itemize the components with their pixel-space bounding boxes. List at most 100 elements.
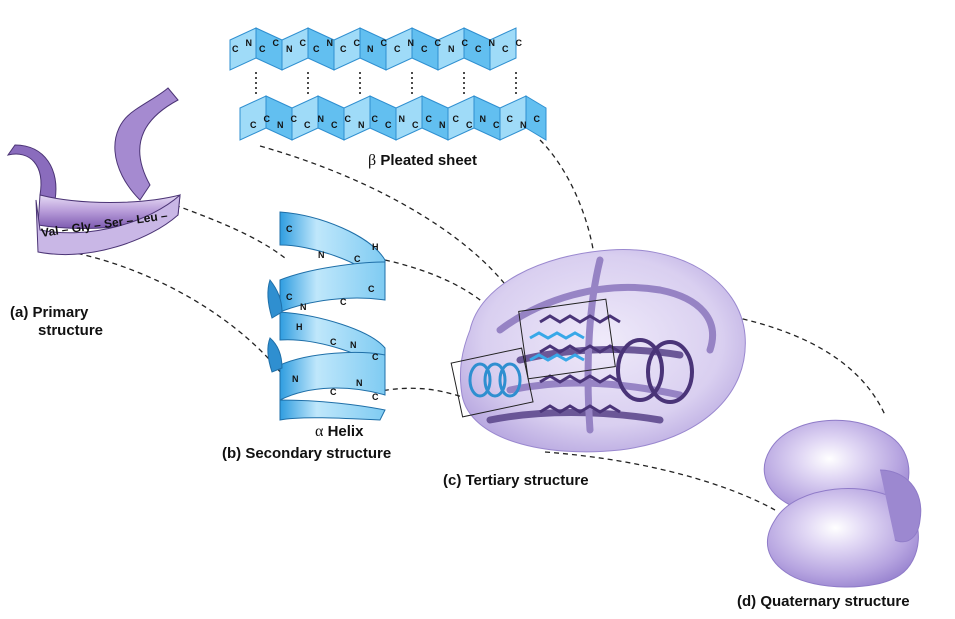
sheet-top-atom: C <box>273 38 280 48</box>
svg-text:C: C <box>340 297 347 307</box>
sheet-top-atom: C <box>354 38 361 48</box>
svg-text:N: N <box>292 374 299 384</box>
sheet-top-atom: N <box>408 38 415 48</box>
residue-gly: Gly <box>70 219 92 236</box>
sheet-top-atom: N <box>448 44 455 54</box>
residue-leu: Leu <box>135 209 159 227</box>
tertiary-helix-coils <box>616 338 694 404</box>
sheet-top-atom: C <box>462 38 469 48</box>
sheet-bottom-atom: C <box>507 114 514 124</box>
svg-text:N: N <box>318 250 325 260</box>
sheet-bottom-atom: C <box>493 120 500 130</box>
sheet-bottom-atom: N <box>480 114 487 124</box>
sheet-top-atom: N <box>246 38 253 48</box>
primary-ribbon <box>6 87 181 255</box>
sheet-bottom-atom: C <box>264 114 271 124</box>
connector-sheet-right-to-tertiary <box>539 139 596 263</box>
sheet-top-atom: C <box>435 38 442 48</box>
sheet-bottom-atom: C <box>345 114 352 124</box>
sheet-bottom-atom: N <box>358 120 365 130</box>
alpha-helix <box>267 211 386 421</box>
sheet-top-atom: C <box>313 44 320 54</box>
svg-text:C: C <box>372 392 379 402</box>
svg-text:C: C <box>354 254 361 264</box>
tertiary-zigzags <box>539 314 621 414</box>
sheet-top-atom: C <box>475 44 482 54</box>
sheet-bottom-atom: N <box>277 120 284 130</box>
tertiary-sheet-highlights <box>529 331 585 362</box>
sheet-bottom-atom: N <box>399 114 406 124</box>
alpha-symbol: α <box>315 423 324 440</box>
sheet-bottom-atom: C <box>412 120 419 130</box>
sheet-strand-top <box>229 27 517 71</box>
sheet-bottom-atom: C <box>453 114 460 124</box>
alpha-helix-name: Helix <box>327 423 364 440</box>
sheet-bottom-atom: C <box>534 114 541 124</box>
tertiary-sheet-box <box>518 298 616 380</box>
sheet-bottom-atom: C <box>291 114 298 124</box>
svg-text:H: H <box>372 242 379 252</box>
sheet-top-atom: C <box>516 38 523 48</box>
connector-helix-to-tertiary-bottom <box>374 387 471 401</box>
secondary-structure-label: (b) Secondary structure <box>222 445 392 462</box>
sheet-top-atom: N <box>489 38 496 48</box>
quaternary-protein <box>763 419 922 588</box>
svg-text:C: C <box>286 224 293 234</box>
svg-text:C: C <box>286 292 293 302</box>
connector-lines <box>59 139 886 511</box>
sheet-top-atom: C <box>381 38 388 48</box>
sheet-top-atom: N <box>327 38 334 48</box>
svg-text:N: N <box>300 302 307 312</box>
svg-text:C: C <box>330 337 337 347</box>
sheet-top-atom: C <box>421 44 428 54</box>
sheet-bottom-atom: N <box>520 120 527 130</box>
beta-sheet <box>229 27 547 141</box>
beta-sheet-name: Pleated sheet <box>380 152 478 169</box>
sheet-bottom-atom: C <box>304 120 311 130</box>
connector-tertiary-to-quaternary-top <box>724 314 886 416</box>
tertiary-protein <box>450 249 746 453</box>
sheet-bottom-atom: C <box>372 114 379 124</box>
hydrogen-bonds <box>255 72 517 94</box>
primary-label-line1: Primary <box>32 304 89 321</box>
sheet-bottom-atom: C <box>250 120 257 130</box>
tertiary-structure-label: (c) Tertiary structure <box>443 472 589 489</box>
sheet-bottom-atom: C <box>426 114 433 124</box>
sheet-bottom-atom: C <box>385 120 392 130</box>
sheet-bottom-atom: C <box>331 120 338 130</box>
sheet-top-atom: C <box>232 44 239 54</box>
primary-label-line2: structure <box>38 322 104 339</box>
sheet-bottom-atom: N <box>439 120 446 130</box>
primary-label-prefix: (a) <box>10 304 29 321</box>
sheet-top-atom: C <box>502 44 509 54</box>
sheet-top-atom: N <box>286 44 293 54</box>
sheet-top-atom: N <box>367 44 374 54</box>
beta-symbol: β <box>368 152 377 169</box>
sheet-strand-bottom <box>239 95 547 141</box>
alpha-helix-label: α Helix <box>315 423 363 441</box>
sheet-top-atom: C <box>259 44 266 54</box>
sheet-top-atom: C <box>300 38 307 48</box>
beta-sheet-label: β Pleated sheet <box>368 152 477 170</box>
svg-text:C: C <box>372 352 379 362</box>
connector-primary-to-helix-top <box>174 204 286 259</box>
sheet-bottom-atom: C <box>466 120 473 130</box>
quaternary-structure-label: (d) Quaternary structure <box>737 593 910 610</box>
connector-tertiary-to-quaternary-bottom <box>544 451 776 511</box>
svg-text:N: N <box>350 340 357 350</box>
connector-sheet-left-to-tertiary <box>259 145 521 306</box>
sheet-bottom-atom: N <box>318 114 325 124</box>
sheet-top-atom: C <box>394 44 401 54</box>
svg-text:C: C <box>368 284 375 294</box>
residue-ser: Ser <box>103 214 125 232</box>
primary-structure-label: (a) Primary structure <box>10 304 103 340</box>
svg-text:H: H <box>296 322 303 332</box>
sheet-top-atom: C <box>340 44 347 54</box>
svg-text:N: N <box>356 378 363 388</box>
tertiary-blue-helix <box>468 362 522 398</box>
